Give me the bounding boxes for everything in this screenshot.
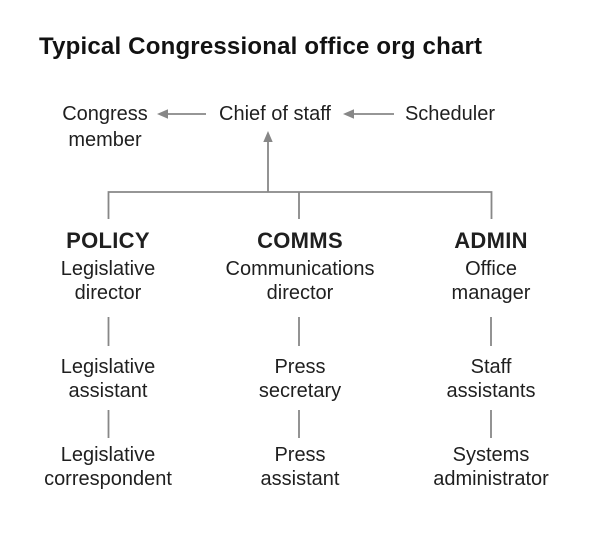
arrowhead-right-icon (343, 109, 354, 119)
arrowhead-up-icon (263, 131, 273, 142)
node-systems-administrator: Systems administrator (433, 444, 549, 490)
node-office-manager: Office manager (451, 258, 531, 304)
node-scheduler: Scheduler (404, 103, 496, 125)
arrowhead-left-icon (157, 109, 168, 119)
column-header-comms: COMMS (257, 228, 343, 253)
node-staff-assistants: Staff assistants (446, 356, 536, 402)
bracket-line (107, 191, 493, 219)
column-header-policy: POLICY (66, 228, 150, 253)
column-header-admin: ADMIN (454, 228, 528, 253)
node-communications-director: Communications director (225, 258, 375, 304)
node-legislative-director: Legislative director (60, 258, 156, 304)
node-congress-member: Congress member (62, 103, 148, 151)
page-title: Typical Congressional office org chart (39, 33, 483, 60)
node-chief-of-staff: Chief of staff (219, 103, 331, 125)
node-legislative-correspondent: Legislative correspondent (44, 444, 172, 490)
node-legislative-assistant: Legislative assistant (60, 356, 156, 402)
node-press-secretary: Press secretary (258, 356, 342, 402)
node-press-assistant: Press assistant (260, 444, 340, 490)
